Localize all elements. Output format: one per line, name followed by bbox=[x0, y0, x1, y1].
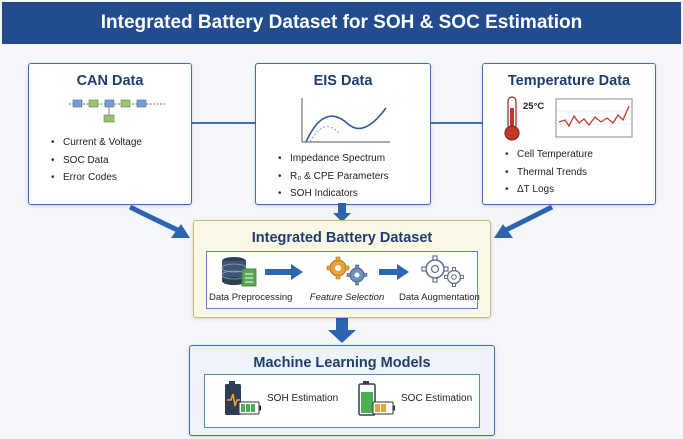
eis-data-list: Impedance Spectrum R₀ & CPE Parameters S… bbox=[278, 150, 389, 203]
pipeline-box: Data Preprocessing Feature Selection Dat… bbox=[206, 251, 480, 309]
soh-estimation-label: SOH Estimation bbox=[267, 393, 339, 404]
can-data-card: CAN Data Current & Voltage SOC Data Erro… bbox=[28, 63, 192, 205]
page-title: Integrated Battery Dataset for SOH & SOC… bbox=[2, 2, 681, 44]
list-item: Error Codes bbox=[51, 169, 142, 187]
list-item: SOH Indicators bbox=[278, 185, 389, 203]
list-item: Current & Voltage bbox=[51, 134, 142, 152]
arrow-eis-to-integrated bbox=[333, 203, 351, 222]
list-item: Cell Temperature bbox=[505, 146, 593, 164]
list-item: SOC Data bbox=[51, 152, 142, 170]
can-data-title: CAN Data bbox=[76, 73, 144, 89]
augmentation-gears-icon bbox=[421, 255, 464, 287]
temperature-data-title: Temperature Data bbox=[507, 73, 631, 89]
temperature-chart-icon bbox=[555, 98, 633, 138]
temperature-data-list: Cell Temperature Thermal Trends ΔT Logs bbox=[505, 146, 593, 199]
list-item: ΔT Logs bbox=[505, 181, 593, 199]
ml-items-box: SOH Estimation SOC Estimation bbox=[204, 374, 480, 428]
temperature-data-card: Temperature Data 25°C Cell Temperature T… bbox=[482, 63, 656, 205]
thermometer-icon bbox=[504, 96, 520, 141]
ml-models-card: Machine Learning Models SOH Estimation S… bbox=[189, 345, 495, 436]
arrow-temperature-to-integrated bbox=[494, 204, 554, 238]
arrow-can-to-integrated bbox=[128, 204, 190, 238]
list-item: R₀ & CPE Parameters bbox=[278, 168, 389, 186]
arrow-right-icon bbox=[379, 264, 409, 280]
arrow-integrated-to-ml bbox=[328, 316, 356, 343]
step-label-preprocessing: Data Preprocessing bbox=[209, 292, 293, 303]
gears-icon bbox=[326, 256, 368, 286]
integrated-dataset-card: Integrated Battery Dataset bbox=[193, 220, 491, 318]
list-item: Impedance Spectrum bbox=[278, 150, 389, 168]
can-data-list: Current & Voltage SOC Data Error Codes bbox=[51, 134, 142, 187]
temperature-label: 25°C bbox=[523, 101, 545, 112]
can-bus-network-icon bbox=[69, 99, 165, 123]
database-icon bbox=[221, 257, 257, 287]
step-label-augmentation: Data Augmentation bbox=[399, 292, 480, 303]
impedance-plot-icon bbox=[301, 98, 390, 143]
integrated-dataset-title: Integrated Battery Dataset bbox=[251, 230, 433, 246]
arrow-right-icon bbox=[265, 264, 303, 280]
ml-models-title: Machine Learning Models bbox=[253, 355, 431, 371]
eis-data-card: EIS Data Impedance Spectrum R₀ & CPE Par… bbox=[255, 63, 431, 205]
list-item: Thermal Trends bbox=[505, 164, 593, 182]
soc-estimation-label: SOC Estimation bbox=[401, 393, 473, 404]
soc-battery-icon bbox=[358, 381, 395, 416]
step-label-feature-selection: Feature Selection bbox=[309, 292, 385, 303]
soh-battery-icon bbox=[225, 381, 261, 415]
eis-data-title: EIS Data bbox=[313, 73, 373, 89]
